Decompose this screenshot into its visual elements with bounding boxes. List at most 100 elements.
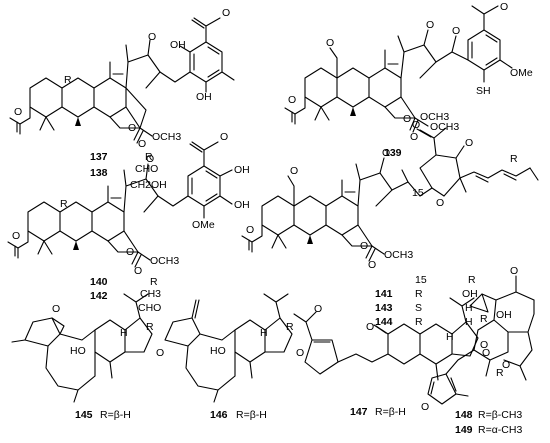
compound-number: 149 [455,424,473,436]
structure-147: O O R O H [293,297,490,381]
ester-o-label: O [138,138,146,150]
ester-o-label: O [368,259,376,271]
ester-carbonyl-o-label: O [412,119,420,131]
och3-top-label: OCH3 [420,111,449,123]
acetyl-o-label: O [220,131,228,143]
compound-number: 146 [210,409,228,421]
compound-number: 142 [90,290,108,302]
epoxide-o-label: O [52,303,60,315]
aldehyde-o-right-label: O [500,1,508,13]
ketone-o-label: O [382,147,390,159]
structure-139: O O O O OCH3 O O O OMe SH [284,1,533,143]
r-substituent-label: R [64,74,72,86]
r-label: R [480,313,488,325]
compound-number: 138 [90,167,108,179]
aldehyde-o-label: O [290,165,298,177]
table-header-r: R [145,151,153,163]
keto-o-label: O [452,25,460,37]
compound-number: 141 [375,288,393,300]
oh-label-2: OH [234,199,250,211]
c15-locant-label: 15 [412,187,424,199]
ketone-o-label: O [148,31,156,43]
acetate-o-label: O [12,230,20,242]
lactone-o-label: O [126,246,134,258]
oh-label: OH [496,309,512,321]
h-label: H [446,331,454,343]
r-value: OH [462,288,478,300]
och3-label: OCH3 [150,255,179,267]
h-label: H [260,327,268,339]
ho-label: HO [70,345,86,357]
r-value: R=β-CH3 [478,409,522,421]
c15-value: S [415,302,422,314]
c15-value: R [415,316,423,328]
ketone-o-label: O [502,359,510,371]
compound-number: 143 [375,302,393,314]
acetyl-o-label: O [222,7,230,19]
aldehyde-o-label: O [326,37,334,49]
structure-140-142: R O O O OCH3 O O OH OH OMe [7,131,250,277]
ketone-o-label: O [156,347,164,359]
r-value: H [465,316,473,328]
acetate-o-label: O [14,106,22,118]
table-header-r: R [468,274,476,286]
r-value: R=β-H [375,406,406,418]
lactone-o-label: O [403,113,411,125]
ketone-o-label: O [146,153,154,165]
r-value: CHO [138,302,161,314]
furan-o-label: O [421,401,429,413]
acetate-o-label: O [246,224,254,236]
r-substituent-label: R [60,198,68,210]
table-header-r: R [150,276,158,288]
oh-label: OH [234,164,250,176]
r-value: H [465,302,473,314]
h-label: H [120,327,128,339]
structure-146: HO R O H [164,293,304,403]
ketone-o-label: O [296,347,304,359]
ketone-o-label: O [426,19,434,31]
furanone-o-label: O [436,197,444,209]
r-value: R=β-H [100,409,131,421]
compound-number: 137 [90,151,108,163]
r-label: R [496,367,504,379]
och3-label: OCH3 [152,131,181,143]
lactone-o-label: O [360,240,368,252]
r-substituent-label: R [510,153,518,165]
compound-number: 145 [75,409,93,421]
structure-145: O HO R O H [11,293,164,403]
r-value: CH3 [140,288,161,300]
compound-number: 139 [384,147,402,159]
r-label: R [146,321,154,333]
structure-137-138: R O O O OCH3 O OH OH O [9,7,235,150]
acetate-o-label: O [288,94,296,106]
r-label: R [286,321,294,333]
sh-label: SH [476,85,491,97]
r-value: R=β-H [236,409,267,421]
och3-label: OCH3 [384,249,413,261]
ome-label: OMe [510,67,533,79]
furanone-ketone-o-label: O [465,137,473,149]
compound-number: 148 [455,409,473,421]
r-value: CH2OH [130,179,167,191]
och3-label: OCH3 [430,121,459,133]
oh-top-label: OH [170,39,186,51]
ome-label: OMe [192,219,215,231]
oh-bottom-label: OH [196,91,212,103]
table-header-c15: 15 [415,274,427,286]
ketone-o-label: O [366,321,374,333]
r-value: R=α-CH3 [478,424,522,436]
bridge-o-label: O [510,265,518,277]
c15-value: R [415,288,423,300]
ketone-o-right-label: O [482,347,490,359]
structure-141-143-144: O O O O OCH3 O 15 O OCH3 O O R [241,111,539,271]
compound-number: 147 [350,406,368,418]
compound-number: 144 [375,316,393,328]
lactone-o-label: O [128,122,136,134]
r-value: CHO [135,163,158,175]
o-label: O [480,339,488,351]
acetyl-o-label: O [314,303,322,315]
ester-o-label: O [410,131,418,143]
ester-o-label: O [134,265,142,277]
structure-148-149: O OH O R O O [421,265,535,413]
